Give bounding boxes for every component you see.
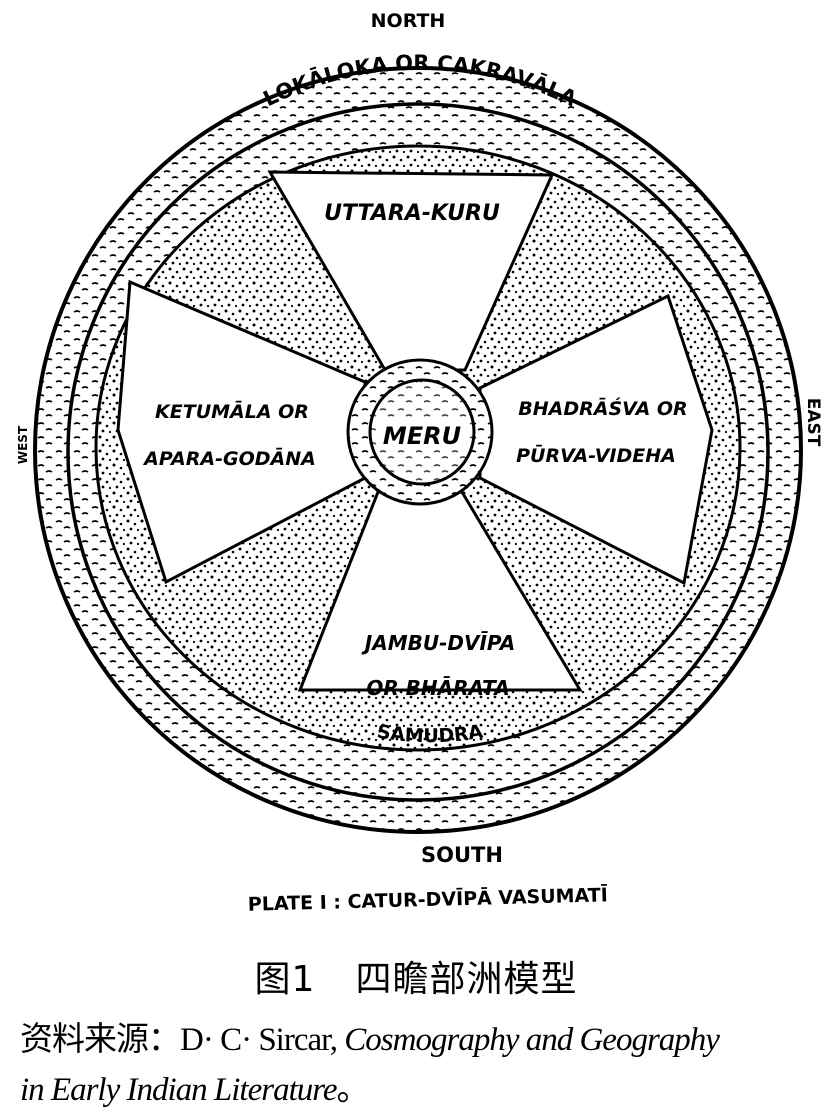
source-title-2: in Early Indian Literature bbox=[20, 1072, 338, 1108]
sector-east bbox=[478, 293, 714, 586]
sector-west bbox=[116, 279, 367, 585]
source-prefix: 资料来源： bbox=[20, 1022, 181, 1058]
source-title-1: Cosmography and Geography bbox=[344, 1022, 720, 1058]
label-apara-godana: APARA-GODĀNA bbox=[142, 447, 316, 470]
plate-caption: PLATE I : CATUR-DVĪPĀ VASUMATĪ bbox=[248, 883, 608, 915]
source-suffix: 。 bbox=[336, 1072, 370, 1108]
figure-title: 四瞻部洲模型 bbox=[355, 959, 578, 1000]
label-ketumala: KETUMĀLA OR bbox=[155, 400, 309, 423]
direction-east: EAST bbox=[803, 398, 823, 447]
label-jambu-dvipa: JAMBU-DVĪPA bbox=[361, 631, 515, 655]
figure-number: 图1 bbox=[254, 959, 316, 1000]
source-author: D· C· Sircar, bbox=[180, 1022, 345, 1058]
label-bhadrasva: BHADRĀŚVA OR bbox=[518, 396, 687, 420]
figure-caption: 图1 四瞻部洲模型 bbox=[0, 950, 832, 1002]
label-purva-videha: PŪRVA-VIDEHA bbox=[516, 444, 676, 467]
source-line-2: in Early Indian Literature。 bbox=[20, 1062, 370, 1110]
sector-north bbox=[267, 170, 555, 372]
label-meru: MERU bbox=[383, 422, 461, 450]
source-line-1: 资料来源：D· C· Sircar, Cosmography and Geogr… bbox=[20, 1012, 720, 1060]
direction-west: WEST bbox=[16, 425, 30, 464]
direction-north: NORTH bbox=[371, 10, 446, 32]
label-uttara-kuru: UTTARA-KURU bbox=[324, 201, 500, 226]
label-bharata: OR BHĀRATA bbox=[366, 676, 509, 700]
direction-south: SOUTH bbox=[421, 843, 503, 867]
cosmography-diagram: MERU UTTARA-KURU KETUMĀLA OR APARA-GODĀN… bbox=[16, 10, 823, 916]
